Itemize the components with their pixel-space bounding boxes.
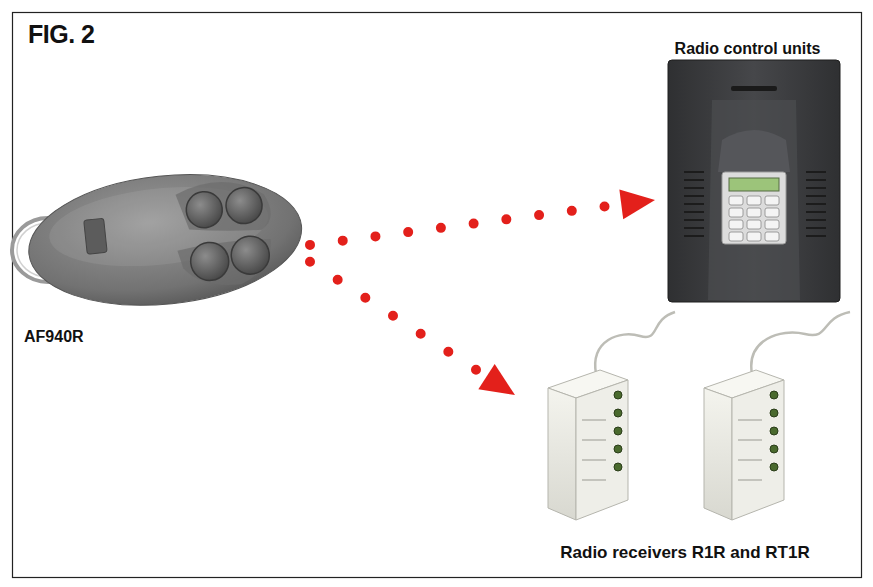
remote-illustration	[12, 162, 308, 318]
receiver-box: Radio receivers R1R and RT1R	[515, 335, 855, 567]
arrow-head	[478, 364, 515, 395]
node-label: Radio control units	[675, 40, 821, 58]
control-unit-illustration	[668, 60, 840, 302]
dotted-arrow	[310, 190, 655, 245]
receiver-illustration	[548, 312, 850, 520]
node-label: Radio receivers R1R and RT1R	[560, 543, 809, 563]
figure-title: FIG. 2	[28, 20, 94, 49]
control-unit-box: Radio control units	[655, 36, 840, 304]
dotted-arrow	[310, 262, 515, 395]
node-label: AF940R	[24, 328, 84, 346]
figure-frame	[13, 13, 862, 578]
dotted-line	[310, 262, 478, 371]
arrow-head	[619, 190, 655, 220]
dotted-line	[310, 206, 611, 245]
remote-label-box: AF940R	[20, 105, 310, 350]
